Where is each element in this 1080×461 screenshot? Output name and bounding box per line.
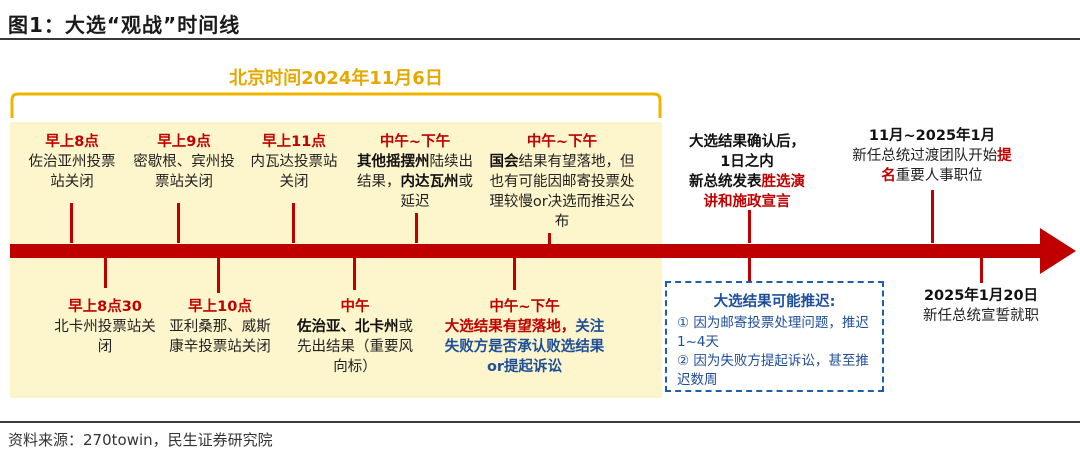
figure-title: 图1：大选“观战”时间线 [8,13,241,37]
event-swing-states: 中午~下午 其他摇摆州陆续出结果，内达瓦州或延迟 [357,134,473,210]
tick-above-7 [931,190,934,243]
tick-above-3 [292,203,295,243]
event-inauguration: 2025年1月20日 新任总统宣誓就职 [923,288,1039,324]
bottom-rule [0,421,1080,423]
event-result-landing: 中午~下午 大选结果有望落地，关注失败方是否承认败选结果or提起诉讼 [444,299,605,375]
tick-below-6 [980,255,983,283]
tick-above-4 [415,213,418,243]
delay-reason-1: ① 因为邮寄投票处理问题，推迟1~4天 [677,315,869,350]
top-rule [0,38,1080,40]
event-9am: 早上9点 密歇根、宾州投票站关闭 [133,134,235,190]
event-transition: 11月~2025年1月 新任总统过渡团队开始提名重要人事职位 [852,128,1012,184]
event-11am: 早上11点 内瓦达投票站关闭 [250,134,338,190]
event-noon: 中午 佐治亚、北卡州或先出结果（重要风向标） [297,299,413,375]
tick-below-5 [748,255,751,281]
event-congress: 中午~下午 国会结果有望落地，但也有可能因邮寄投票处理较慢or决选而推迟公布 [489,134,635,230]
timeline-arrow [10,228,1076,274]
date-header: 北京时间2024年11月6日 [229,68,443,89]
event-8am: 早上8点 佐治亚州投票站关闭 [28,134,116,190]
date-bracket [10,92,662,118]
tick-below-4 [513,255,516,290]
delay-reason-2: ② 因为失败方提起诉讼，甚至推迟数周 [677,353,869,388]
tick-below-1 [104,255,107,288]
tick-below-3 [353,255,356,290]
delay-note-title: 大选结果可能推迟: [713,294,836,310]
nov6-highlight-band [10,122,662,398]
tick-below-2 [217,255,220,293]
tick-above-1 [70,203,73,243]
tick-above-2 [177,203,180,243]
tick-above-5 [548,233,551,245]
event-victory-speech: 大选结果确认后， 1日之内 新总统发表胜选演 讲和施政宣言 [689,134,805,210]
event-8-30am: 早上8点30 北卡州投票站关闭 [54,299,156,355]
delay-note-body: ① 因为邮寄投票处理问题，推迟1~4天 ② 因为失败方提起诉讼，甚至推迟数周 [677,314,877,390]
source-note: 资料来源：270towin，民生证券研究院 [8,431,273,449]
tick-above-6 [748,210,751,243]
delay-note-box: 大选结果可能推迟: ① 因为邮寄投票处理问题，推迟1~4天 ② 因为失败方提起诉… [665,281,884,392]
event-10am: 早上10点 亚利桑那、威斯康辛投票站关闭 [169,299,271,355]
